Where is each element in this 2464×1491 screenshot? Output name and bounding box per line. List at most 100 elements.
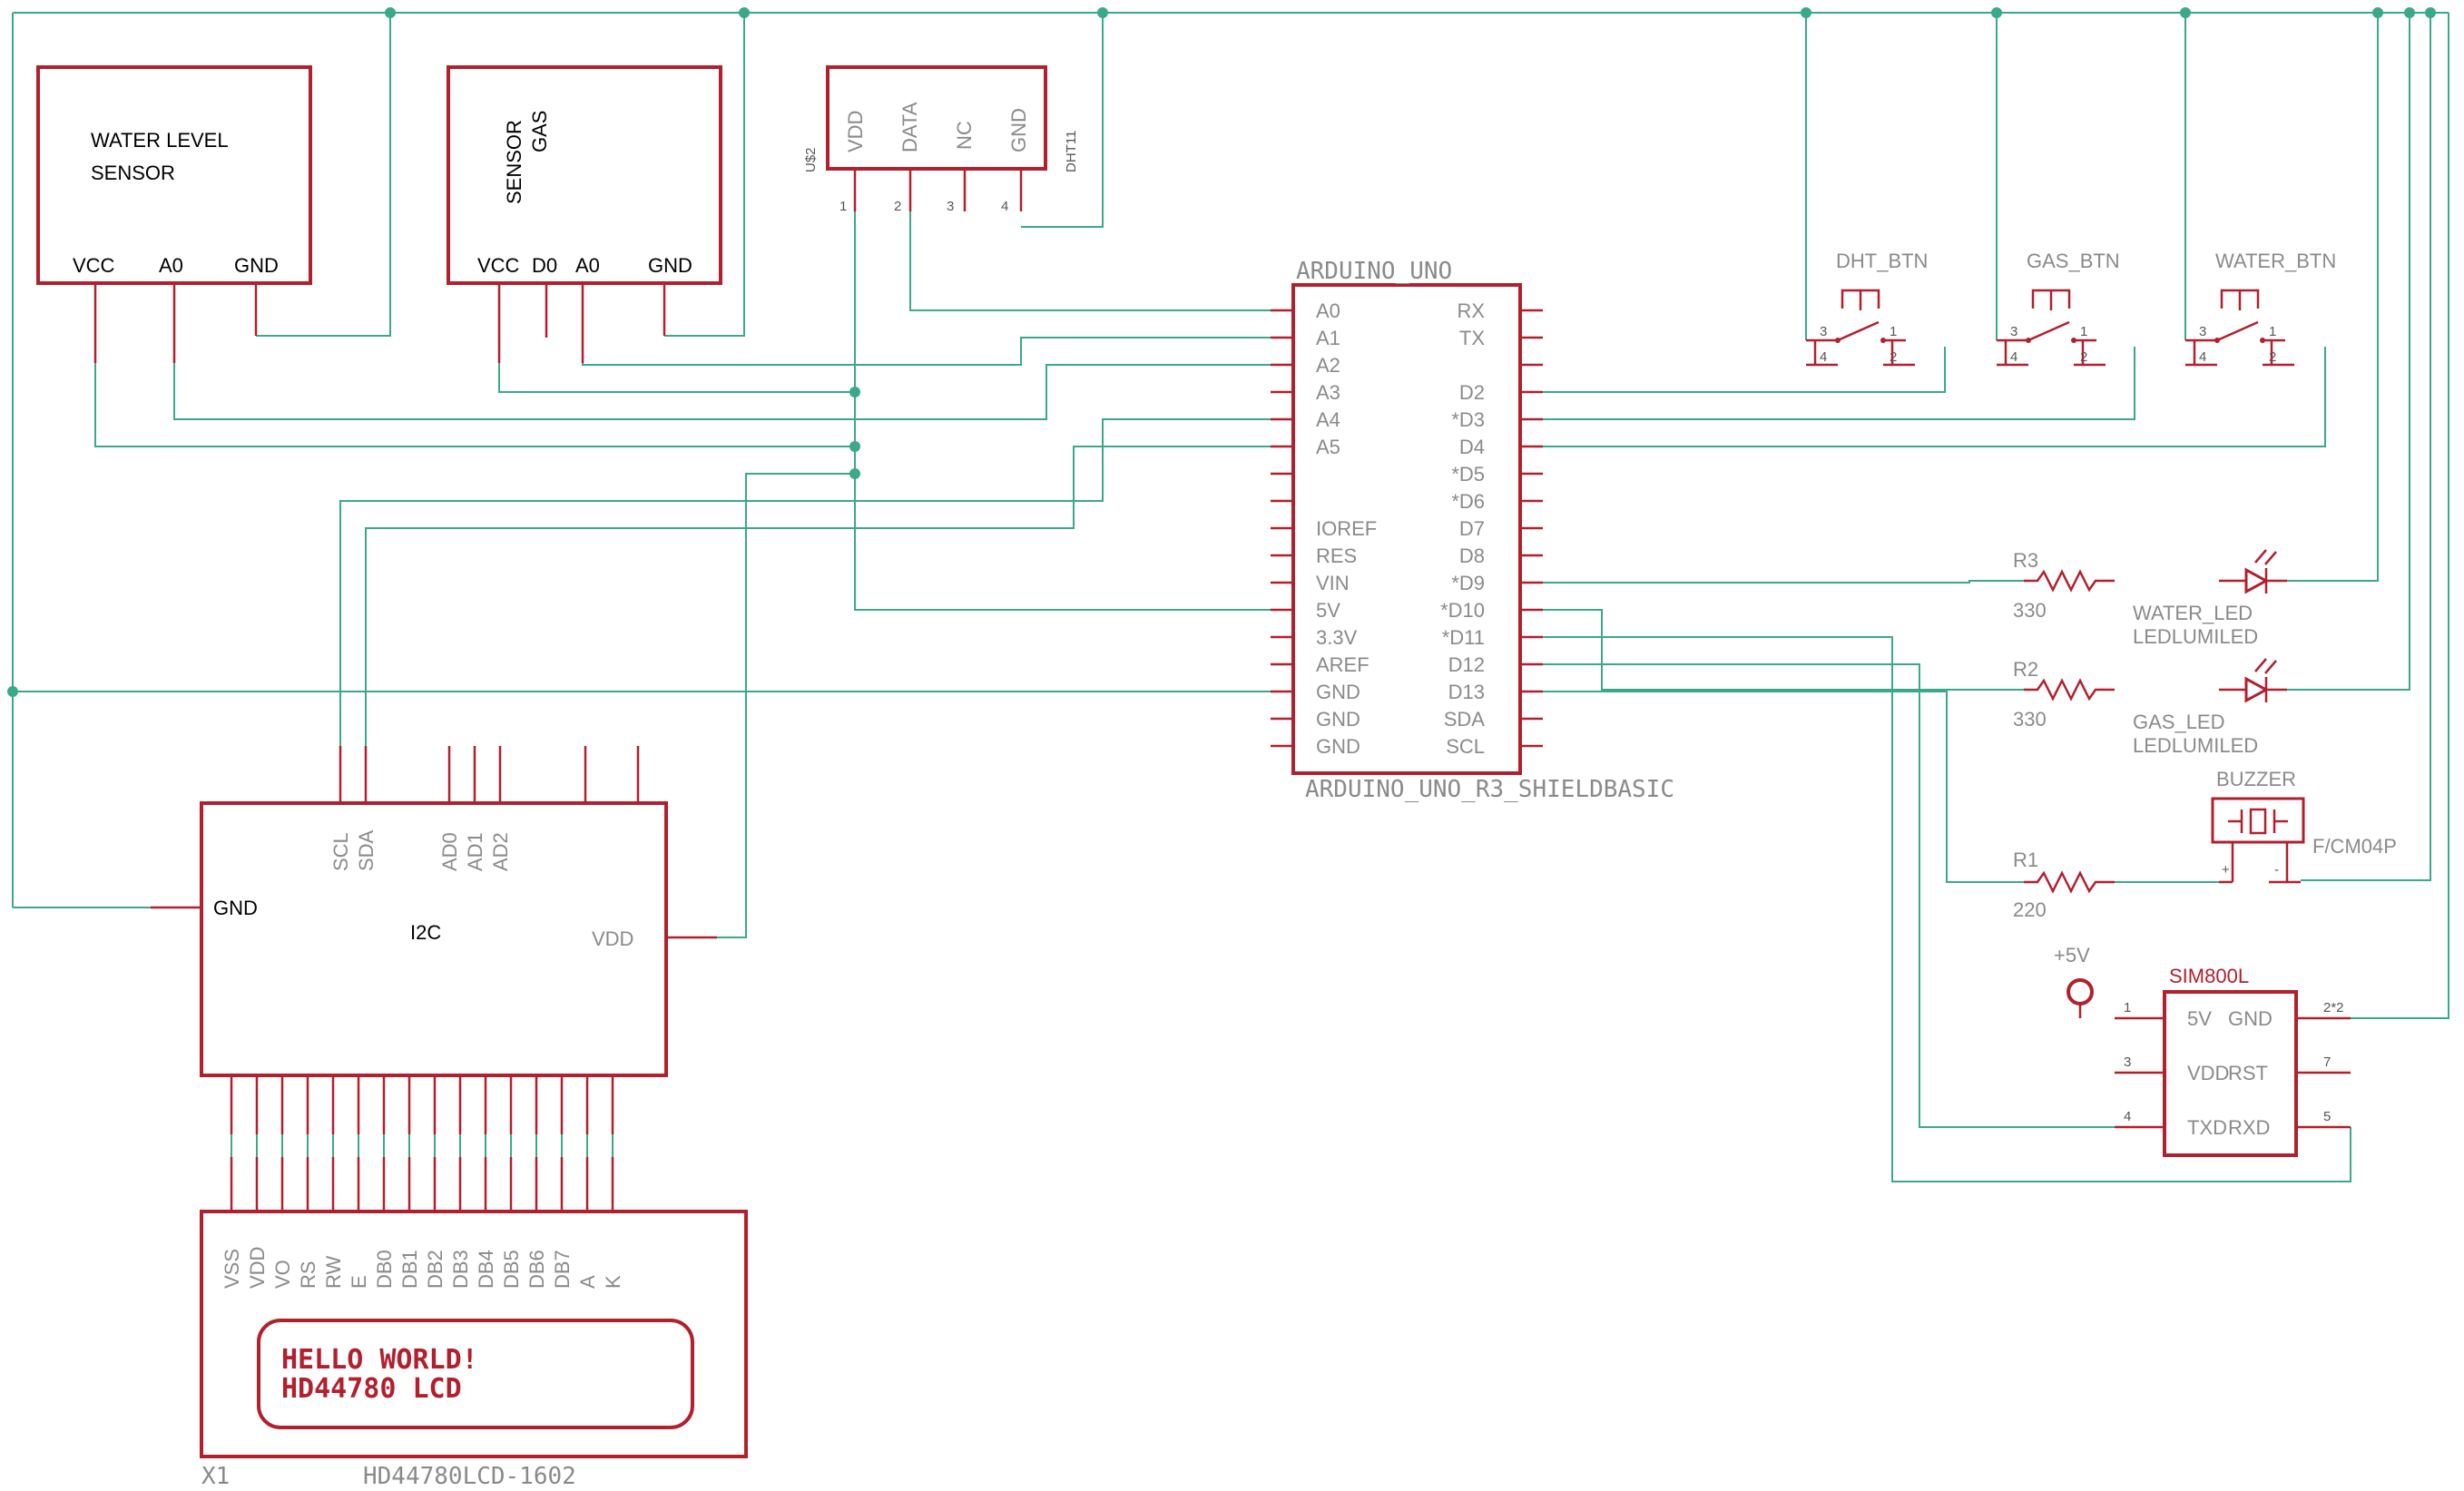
i2c-pin-gnd: GND [213,897,258,919]
lcd-pin-db5: DB5 [500,1250,523,1289]
i2c-name: I2C [410,921,441,944]
lcd-pin-vdd: VDD [246,1247,269,1289]
lcd-pin-a: A [576,1275,599,1289]
arduino-pin-sda: SDA [1444,708,1486,731]
buzzer-name: BUZZER [2216,768,2296,790]
lcd-pin-db6: DB6 [525,1250,548,1289]
lcd-pin-db4: DB4 [475,1250,497,1289]
water-sensor-pin-gnd: GND [234,254,279,277]
arduino-pin-a1: A1 [1316,327,1340,349]
i2c-pin-scl: SCL [329,832,352,871]
button-pin-3: 3 [2010,324,2017,339]
sim-pin-5v: 5V [2187,1007,2212,1030]
arduino-pin-3-3v: 3.3V [1316,626,1358,649]
sim-pin-num-left: 4 [2124,1109,2131,1124]
button-label: GAS_BTN [2027,250,2120,272]
dht11-sensor: U$2 DHT11 VDD DATA NC GND 1 2 3 4 [803,65,1079,214]
arduino-pin-d4: D4 [1459,436,1485,458]
arduino-pin-aref: AREF [1316,653,1369,676]
arduino-pin-tx: TX [1459,327,1485,349]
arduino-pin-d8: D8 [1459,544,1485,567]
gas-sensor-pin-a0: A0 [575,254,600,277]
resistor-r1: R1 220 [2013,848,2115,921]
r3-name: R3 [2013,549,2038,572]
water-sensor-title-2: SENSOR [91,162,175,184]
water-led-value: LEDLUMILED [2133,625,2258,648]
arduino-pin-d2: D2 [1459,381,1485,404]
dht11-pin-data: DATA [898,102,921,152]
button-pin-4: 4 [2199,349,2206,365]
i2c-pin-ad1: AD1 [464,832,486,871]
button-pin-1: 1 [1890,324,1897,339]
lcd-display-line1: HELLO WORLD! [281,1344,478,1376]
arduino-pin-d12: D12 [1448,653,1485,676]
lcd-pin-vo: VO [271,1260,294,1289]
sim800l-name: SIM800L [2169,965,2249,987]
lcd-pin-db3: DB3 [449,1250,472,1289]
arduino-pin-gnd: GND [1316,708,1360,731]
water-led: WATER_LED LEDLUMILED [2133,549,2287,648]
buzzer: BUZZER + - F/CM04P [2115,768,2397,884]
lcd-value: HD44780LCD-1602 [363,1463,576,1490]
gas-led: GAS_LED LEDLUMILED [2133,658,2287,757]
dht11-pin-num-1: 1 [839,199,847,214]
arduino-pin-d13: D13 [1448,681,1485,703]
button-pin-2: 2 [2269,349,2276,365]
gas-sensor-title-1: SENSOR [503,120,525,204]
dht11-pin-num-2: 2 [894,199,901,214]
arduino-pin-a2: A2 [1316,354,1340,377]
button-pin-2: 2 [2080,349,2087,365]
gas-led-value: LEDLUMILED [2133,734,2258,757]
arduino-pin-scl: SCL [1446,735,1485,758]
dht11-part: DHT11 [1064,131,1079,172]
lcd-display-line2: HD44780 LCD [281,1373,462,1405]
resistor-r3: R3 330 [2013,549,2115,622]
arduino-pin-d7: D7 [1459,517,1485,540]
sim-pin-vdd: VDD [2187,1062,2229,1084]
arduino-pin-a4: A4 [1316,408,1340,431]
arduino-pin-a3: A3 [1316,381,1340,404]
arduino-pin-a5: A5 [1316,436,1340,458]
dht11-pin-num-4: 4 [1001,199,1008,214]
arduino-pin-d5: *D5 [1451,463,1485,486]
arduino-uno: ARDUINO_UNO ARDUINO_UNO_R3_SHIELDBASIC A… [1271,258,1674,803]
r2-name: R2 [2013,658,2038,681]
gas-sensor: SENSOR GAS VCC D0 A0 GND [447,65,722,363]
button-pin-1: 1 [2080,324,2087,339]
water-sensor-pin-vcc: VCC [73,254,115,277]
lcd-pin-e: E [348,1275,370,1289]
r2-value: 330 [2013,708,2047,731]
button-pin-1: 1 [2269,324,2276,339]
sim-pin-num-right: 7 [2323,1054,2331,1070]
button-pin-4: 4 [1820,349,1827,365]
water-level-sensor: WATER LEVEL SENSOR VCC A0 GND [36,65,312,363]
sim-pin-txd: TXD [2187,1116,2227,1139]
gas-sensor-pin-vcc: VCC [477,254,520,277]
arduino-pin-rx: RX [1457,299,1485,322]
sim-pin-num-right: 5 [2323,1109,2331,1124]
arduino-pin-d10: *D10 [1440,599,1485,622]
lcd-pin-k: K [602,1275,624,1289]
sim-pin-rst: RST [2228,1062,2268,1084]
gas-sensor-title-2: GAS [528,111,551,152]
supply-5v: +5V [2054,944,2094,1018]
i2c-pin-vdd: VDD [592,927,633,950]
arduino-value: ARDUINO_UNO_R3_SHIELDBASIC [1305,776,1674,803]
buzzer-plus: + [2222,862,2230,878]
i2c-pin-ad0: AD0 [438,832,461,871]
resistor-r2: R2 330 [2013,658,2115,731]
supply-label: +5V [2054,944,2090,966]
sim-pin-num-right: 2*2 [2323,1000,2344,1015]
lcd-pin-db0: DB0 [373,1250,396,1289]
button-pin-4: 4 [2010,349,2017,365]
r1-value: 220 [2013,898,2047,921]
arduino-pin-5v: 5V [1316,599,1340,622]
arduino-pin-d9: *D9 [1451,572,1485,594]
wire-net-gnd-top [12,12,2449,1019]
sim-pin-rxd: RXD [2228,1116,2270,1139]
sim-pin-num-left: 3 [2124,1054,2131,1070]
arduino-pin-vin: VIN [1316,572,1350,594]
lcd-pin-db2: DB2 [424,1250,447,1289]
